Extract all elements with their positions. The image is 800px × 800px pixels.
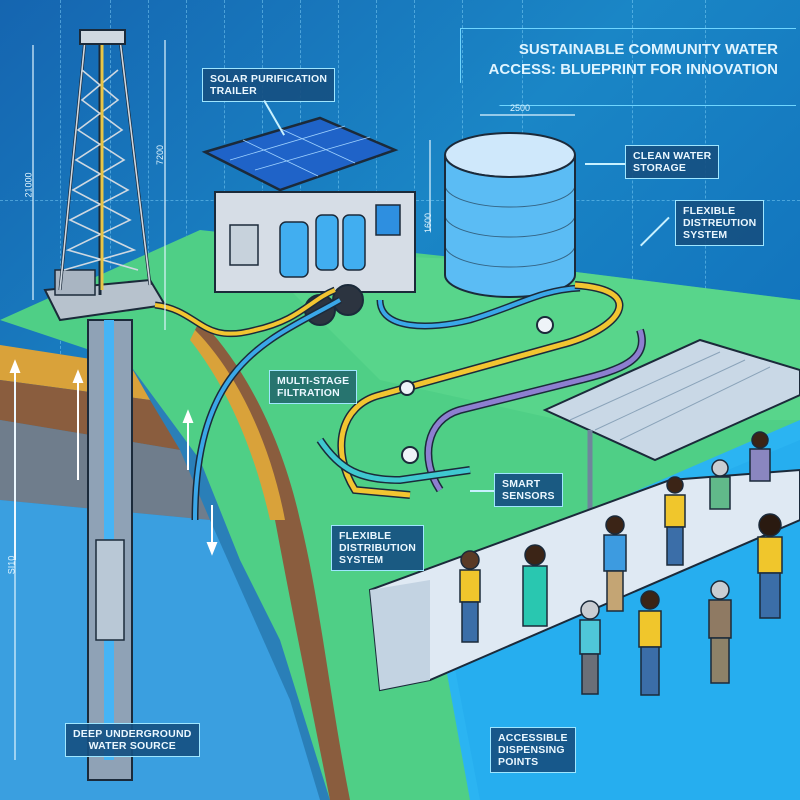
page-title: SUSTAINABLE COMMUNITY WATER ACCESS: BLUE… bbox=[489, 40, 778, 80]
label-solar-purification-trailer: SOLAR PURIFICATION TRAILER bbox=[202, 68, 336, 102]
leader-line bbox=[470, 490, 494, 492]
dimension-tank-width: 2500 bbox=[510, 103, 531, 113]
leader-line bbox=[585, 163, 625, 165]
label-flexible-distribution-mid: FLEXIBLE DISTRIBUTION SYSTEM bbox=[331, 525, 425, 571]
dimension-well-depth: SI10 bbox=[6, 555, 17, 575]
dimension-tower-mid: 7200 bbox=[155, 144, 166, 166]
title-line-2: ACCESS: BLUEPRINT FOR INNOVATION bbox=[488, 61, 778, 78]
label-multi-stage-filtration: MULTI-STAGE FILTRATION bbox=[269, 370, 358, 404]
dimension-tower-height: 21000 bbox=[23, 172, 34, 198]
label-flexible-distribution-top: FLEXIBLE DISTREUTION SYSTEM bbox=[675, 200, 765, 246]
title-frame bbox=[460, 28, 796, 106]
label-clean-water-storage: CLEAN WATER STORAGE bbox=[625, 145, 720, 179]
label-deep-underground-water-source: DEEP UNDERGROUND WATER SOURCE bbox=[65, 723, 200, 757]
label-smart-sensors: SMART SENSORS bbox=[494, 473, 563, 507]
label-accessible-dispensing-points: ACCESSIBLE DISPENSING POINTS bbox=[490, 727, 576, 773]
dimension-tank-height: 1600 bbox=[423, 212, 434, 234]
title-line-1: SUSTAINABLE COMMUNITY WATER bbox=[518, 41, 778, 58]
